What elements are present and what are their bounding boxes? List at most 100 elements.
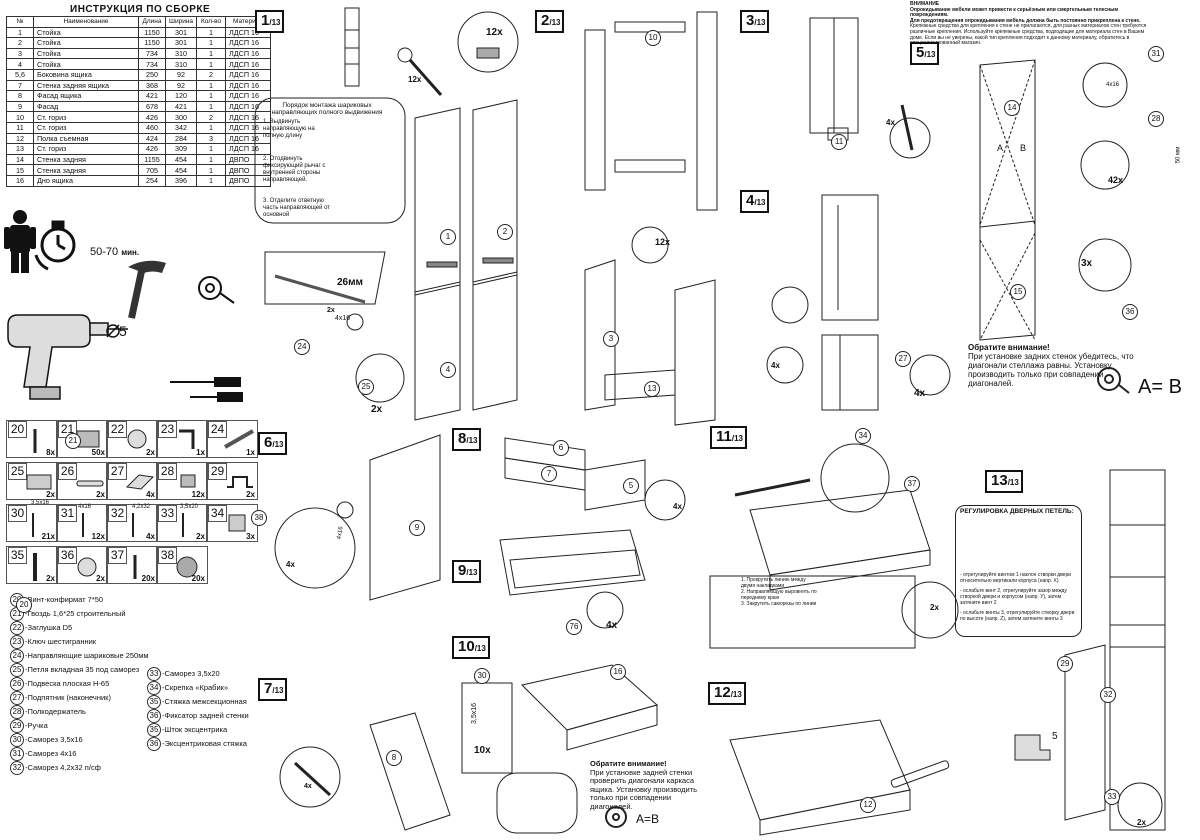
hardware-qty: 12x	[91, 532, 105, 541]
hinge-adjust-box	[955, 505, 1082, 637]
legend-item: 32-Саморез 4,2х32 п/сф	[10, 761, 149, 775]
screw-icon	[132, 513, 134, 537]
hardware-number: 27	[108, 463, 127, 480]
legend-item: 22-Заглушка D5	[10, 621, 149, 635]
table-cell: 3	[196, 132, 227, 145]
hardware-qty: 4x	[146, 532, 155, 541]
legend-number: 29	[10, 719, 24, 733]
table-cell: 254	[138, 174, 166, 187]
legend-number: 33	[147, 667, 161, 681]
step-1-label: 1/13	[255, 10, 285, 33]
legend-number: 23	[10, 635, 24, 649]
legend-item: 24-Направляющие шариковые 250мм	[10, 649, 149, 663]
size-30: 3,5x16	[31, 500, 50, 506]
step-11-instructions: 1. Прокрутить линию между двумя накладка…	[741, 577, 821, 607]
step-9-label: 9/13	[452, 560, 482, 583]
table-cell: Стенка задняя ящика	[33, 79, 139, 92]
step-11-qty: 2x	[930, 603, 939, 612]
legend-item: 33-Саморез 3,5х20	[147, 667, 249, 681]
hardware-number: 34	[208, 505, 227, 522]
handle-icon	[227, 476, 253, 488]
hardware-number: 35	[8, 547, 27, 564]
part-callout: 11	[831, 134, 847, 150]
step-3-label: 3/13	[740, 10, 770, 33]
legend-item: 23-Ключ шестигранник	[10, 635, 149, 649]
table-cell: Полка съемная	[33, 132, 139, 145]
step-1-qty-2x: 2x	[327, 307, 335, 314]
hardware-qty: 4x	[146, 490, 155, 499]
part-callout: 16	[610, 664, 626, 680]
legend-text: -Подвеска плоская Н-65	[25, 679, 110, 688]
legend-number: 35	[147, 723, 161, 737]
legend-text: -Скрепка «Крабик»	[162, 683, 229, 692]
step-10-note-title: Обратите внимание!	[590, 759, 667, 768]
step-11-label: 11/13	[710, 426, 747, 449]
part-callout: 21	[65, 433, 81, 449]
table-cell: 1	[196, 37, 227, 49]
hardware-qty: 2x	[96, 490, 105, 499]
part-callout: 25	[358, 379, 374, 395]
table-cell: 426	[138, 143, 166, 155]
table-cell: 7	[6, 79, 34, 92]
part-callout: 28	[1148, 111, 1164, 127]
legend-item: 26-Подвеска плоская Н-65	[10, 677, 149, 691]
step-7-label: 7/13	[258, 678, 288, 701]
step-1-screw-31: 4x16	[335, 315, 351, 322]
step-5-dim: 50 мм	[1175, 146, 1182, 164]
size-32: 4,2x32	[132, 504, 151, 510]
table-cell: 1	[196, 26, 227, 39]
size-31: 4x16	[78, 504, 92, 510]
table-cell: Стенка задняя	[33, 153, 139, 166]
table-cell: Фасад	[33, 100, 139, 113]
step-2-drawing	[584, 11, 718, 426]
table-header-row: № Наименование Длина Ширина Кол-во Матер…	[6, 16, 272, 28]
step-10-note-text: При установке задней стенки проверить ди…	[590, 767, 698, 811]
stopwatch-icon	[34, 220, 76, 271]
legend-text: -Гвоздь 1,6*25 строительный	[25, 609, 126, 618]
table-cell: Стойка	[33, 26, 139, 39]
hardware-number: 21	[58, 421, 77, 438]
step-5-note: Обратите внимание! При установке задних …	[968, 343, 1138, 388]
hardware-qty: 8x	[46, 448, 55, 457]
part-callout: 30	[474, 668, 490, 684]
legend-item: 28-Полкодержатель	[10, 705, 149, 719]
step-5-qty-3: 3x	[1081, 258, 1093, 269]
hardware-qty: 2x	[246, 490, 255, 499]
table-cell: Боковина ящика	[33, 68, 139, 81]
warning-line-3: Крепежные средства для крепления к стене…	[910, 23, 1147, 47]
table-cell: 12	[6, 132, 34, 145]
table-cell: 678	[138, 100, 166, 113]
table-cell: Стойка	[33, 47, 139, 60]
legend-text: -Полкодержатель	[25, 707, 86, 716]
legend-text: -Винт-конфирмат 7*50	[25, 595, 104, 604]
table-cell: 2	[6, 37, 34, 49]
table-cell: 454	[164, 153, 198, 166]
part-callout: 20	[16, 597, 32, 613]
step-10-size: 3,5x16	[471, 702, 479, 725]
warning-line-1: Опрокидывание мебели может привести к се…	[910, 6, 1119, 19]
hardware-number: 37	[108, 547, 127, 564]
legend-item: 25-Петля вкладная 35 под саморез	[10, 663, 149, 677]
size-33: 3,5x20	[180, 504, 199, 510]
table-cell: 1	[6, 26, 34, 39]
legend-item: 36-Эксцентриковая стяжка	[147, 737, 249, 751]
table-cell: 1	[196, 58, 227, 70]
step-4-drawing	[766, 194, 951, 411]
table-cell: 13	[6, 143, 34, 155]
table-cell: 1	[196, 174, 227, 187]
table-cell: 11	[6, 121, 34, 134]
hanger-icon	[76, 480, 104, 487]
table-cell: Ст. гориз	[33, 111, 139, 123]
hardware-qty: 50x	[91, 448, 105, 457]
step-2-label: 2/13	[535, 10, 565, 33]
